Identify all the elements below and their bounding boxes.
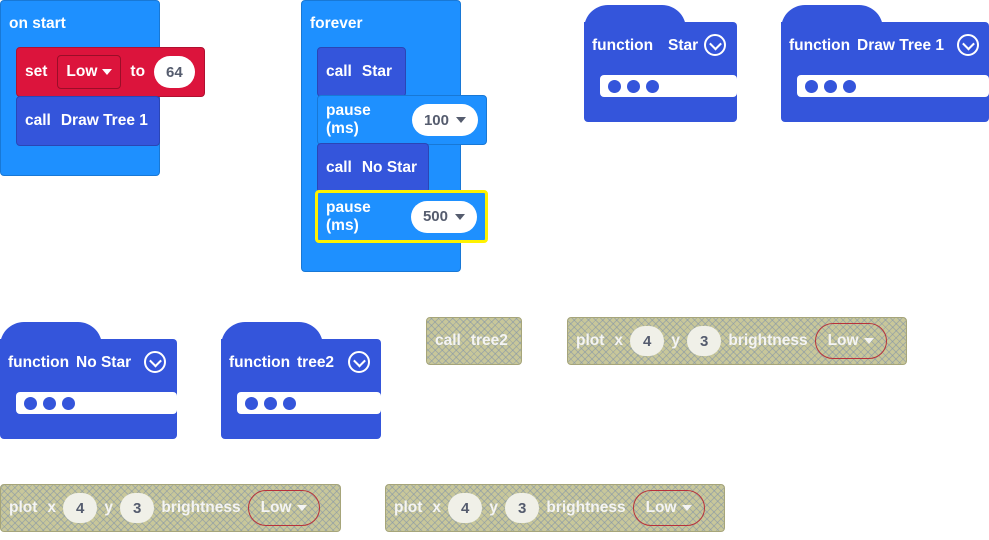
variable-dropdown[interactable]: Low bbox=[57, 55, 122, 89]
dot-icon bbox=[608, 79, 621, 93]
x-label: x bbox=[432, 499, 442, 516]
plot-keyword: plot bbox=[394, 499, 423, 516]
x-input[interactable]: 4 bbox=[448, 493, 483, 523]
dot-icon bbox=[824, 79, 837, 93]
dot-icon bbox=[43, 396, 56, 410]
function-params-slot[interactable] bbox=[237, 392, 381, 414]
pause-duration-value: 500 bbox=[422, 208, 448, 225]
call-draw-tree-block[interactable]: call Draw Tree 1 bbox=[16, 96, 160, 146]
caret-down-icon bbox=[102, 69, 113, 75]
dot-icon bbox=[805, 79, 818, 93]
pause-100-block[interactable]: pause (ms) 100 bbox=[317, 95, 487, 145]
collapse-chevron-icon[interactable] bbox=[348, 351, 370, 373]
y-input[interactable]: 3 bbox=[505, 493, 540, 523]
collapse-chevron-icon[interactable] bbox=[144, 351, 166, 373]
brightness-label: brightness bbox=[546, 499, 626, 516]
caret-down-icon bbox=[863, 338, 874, 344]
brightness-dropdown[interactable]: Low bbox=[632, 490, 705, 526]
call-keyword: call bbox=[25, 112, 51, 129]
x-label: x bbox=[614, 332, 624, 349]
function-keyword: function bbox=[592, 37, 654, 54]
call-keyword: call bbox=[326, 159, 352, 176]
pause-500-block-selected[interactable]: pause (ms) 500 bbox=[315, 190, 488, 243]
function-name: Star bbox=[668, 37, 699, 54]
function-params-slot[interactable] bbox=[16, 392, 177, 414]
set-keyword: set bbox=[25, 63, 48, 80]
disabled-plot-block[interactable]: plot x 4 y 3 brightness Low bbox=[385, 484, 725, 532]
call-target: tree2 bbox=[470, 332, 508, 349]
dot-icon bbox=[843, 79, 856, 93]
x-input[interactable]: 4 bbox=[630, 326, 665, 356]
brightness-value: Low bbox=[645, 499, 677, 516]
function-name: tree2 bbox=[297, 354, 335, 371]
function-star-block[interactable]: function Star bbox=[584, 22, 737, 122]
function-keyword: function bbox=[229, 354, 291, 371]
call-target: Star bbox=[361, 63, 393, 80]
call-star-block[interactable]: call Star bbox=[317, 47, 406, 97]
x-input[interactable]: 4 bbox=[63, 493, 98, 523]
dot-icon bbox=[264, 396, 277, 410]
dot-icon bbox=[62, 396, 75, 410]
plot-keyword: plot bbox=[576, 332, 605, 349]
on-start-label: on start bbox=[9, 15, 66, 32]
dot-icon bbox=[627, 79, 640, 93]
call-keyword: call bbox=[435, 332, 461, 349]
to-keyword: to bbox=[130, 63, 146, 80]
function-params-slot[interactable] bbox=[797, 75, 989, 97]
caret-down-icon bbox=[296, 505, 307, 511]
function-keyword: function bbox=[789, 37, 851, 54]
pause-keyword: pause (ms) bbox=[326, 198, 371, 234]
function-keyword: function bbox=[8, 354, 70, 371]
function-tree2-block[interactable]: function tree2 bbox=[221, 339, 381, 439]
call-no-star-block[interactable]: call No Star bbox=[317, 143, 429, 193]
disabled-plot-block[interactable]: plot x 4 y 3 brightness Low bbox=[0, 484, 341, 532]
call-target: Draw Tree 1 bbox=[60, 112, 148, 129]
pause-duration-dropdown[interactable]: 100 bbox=[411, 104, 478, 136]
pause-duration-value: 100 bbox=[423, 111, 449, 129]
disabled-call-tree2-block[interactable]: call tree2 bbox=[426, 317, 522, 365]
function-draw-tree-block[interactable]: function Draw Tree 1 bbox=[781, 22, 989, 122]
dot-icon bbox=[24, 396, 37, 410]
brightness-label: brightness bbox=[728, 332, 808, 349]
disabled-plot-block[interactable]: plot x 4 y 3 brightness Low bbox=[567, 317, 907, 365]
collapse-chevron-icon[interactable] bbox=[957, 34, 979, 56]
brightness-label: brightness bbox=[161, 499, 241, 516]
brightness-value: Low bbox=[260, 499, 292, 516]
forever-label: forever bbox=[310, 15, 363, 32]
y-label: y bbox=[671, 332, 680, 349]
set-variable-block[interactable]: set Low to 64 bbox=[16, 47, 205, 97]
variable-name: Low bbox=[66, 63, 98, 80]
brightness-dropdown[interactable]: Low bbox=[814, 323, 887, 359]
dot-icon bbox=[245, 396, 258, 410]
pause-duration-dropdown[interactable]: 500 bbox=[410, 200, 477, 233]
pause-keyword: pause (ms) bbox=[326, 102, 371, 137]
function-name: Draw Tree 1 bbox=[857, 37, 945, 54]
collapse-chevron-icon[interactable] bbox=[704, 34, 726, 56]
function-params-slot[interactable] bbox=[600, 75, 737, 97]
caret-down-icon bbox=[681, 505, 692, 511]
function-name: No Star bbox=[76, 354, 132, 371]
plot-keyword: plot bbox=[9, 499, 38, 516]
call-keyword: call bbox=[326, 63, 352, 80]
brightness-dropdown[interactable]: Low bbox=[247, 490, 320, 526]
x-label: x bbox=[47, 499, 57, 516]
y-input[interactable]: 3 bbox=[687, 326, 722, 356]
brightness-value: Low bbox=[827, 332, 859, 349]
y-input[interactable]: 3 bbox=[120, 493, 155, 523]
function-no-star-block[interactable]: function No Star bbox=[0, 339, 177, 439]
dot-icon bbox=[283, 396, 296, 410]
value-input[interactable]: 64 bbox=[154, 56, 195, 88]
y-label: y bbox=[489, 499, 498, 516]
call-target: No Star bbox=[361, 159, 417, 176]
dot-icon bbox=[646, 79, 659, 93]
y-label: y bbox=[104, 499, 113, 516]
